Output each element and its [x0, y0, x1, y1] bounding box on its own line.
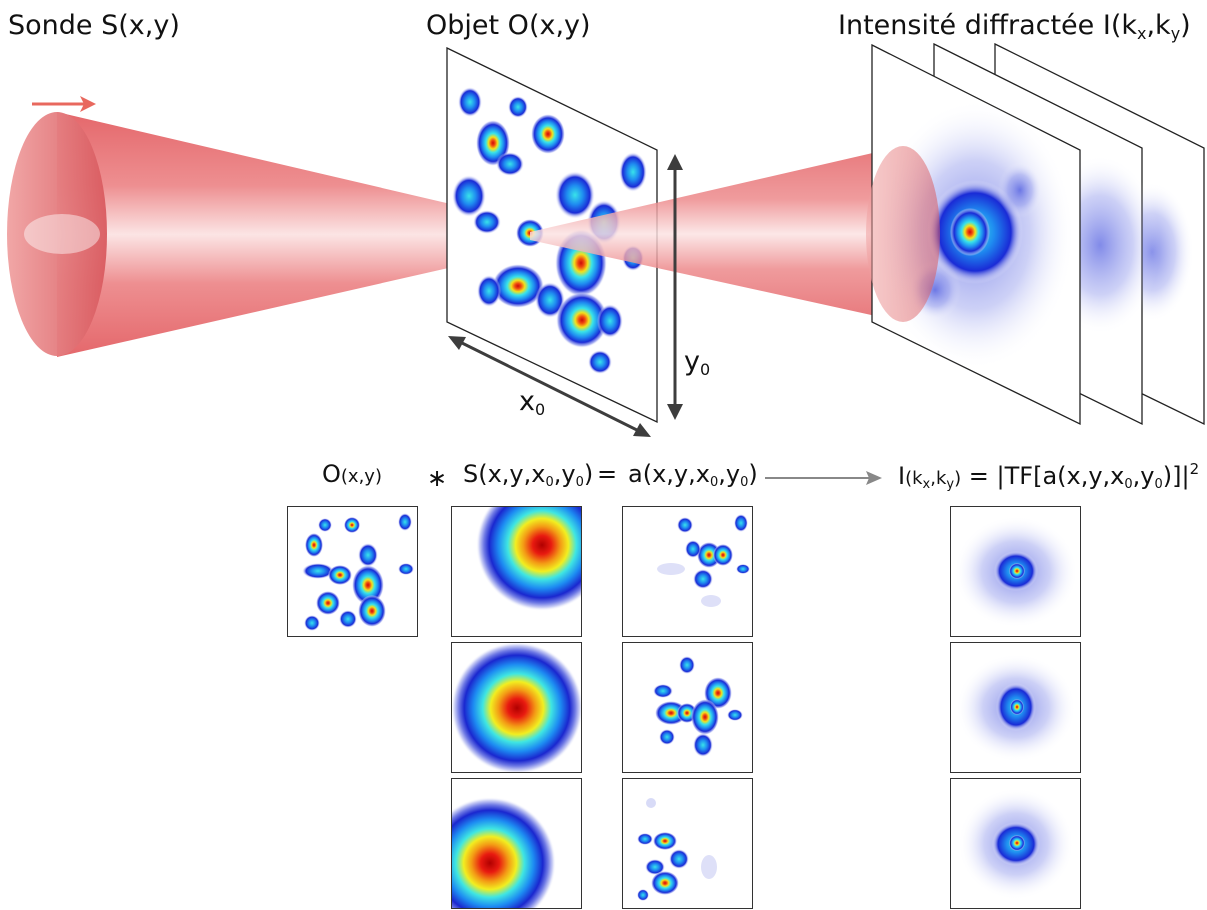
x0-label: x0 — [519, 386, 546, 419]
probe-tile-3-image — [452, 797, 556, 908]
outgoing-beam — [530, 146, 903, 322]
diffraction-tile-1 — [950, 506, 1081, 637]
intensity-label: Intensité diffractée I(kx,ky) — [838, 10, 1191, 43]
incoming-beam — [7, 112, 545, 357]
probe-label: Sonde S(x,y) — [8, 10, 180, 41]
y0-label: y0 — [684, 346, 711, 379]
eq-exit-wave: a(x,y,x0,y0) — [628, 460, 758, 490]
x0-arrow — [448, 336, 651, 437]
diffraction-tile-3 — [950, 778, 1081, 909]
diffraction-tile-3-image — [958, 788, 1074, 900]
object-label: Objet O(x,y) — [426, 10, 591, 41]
eq-equals-1: = — [597, 460, 618, 488]
probe-tile-2-image — [452, 643, 581, 772]
diffraction-tile-1-image — [954, 516, 1078, 628]
eq-object: O(x,y) — [322, 460, 382, 488]
eq-convolve: ∗ — [427, 464, 448, 492]
beam-direction-arrow — [32, 96, 96, 112]
probe-tile-1 — [451, 506, 582, 637]
exit-wave-tile-2-image — [653, 656, 743, 757]
exit-wave-tile-1 — [622, 506, 753, 637]
exit-wave-tile-3-image — [637, 798, 717, 901]
exit-wave-tile-1-image — [657, 514, 750, 607]
object-tile — [287, 506, 418, 637]
beam-end-cap — [866, 146, 940, 322]
eq-probe: S(x,y,x0,y0) — [463, 460, 594, 490]
probe-tile-3 — [451, 778, 582, 909]
probe-tile-1-image — [476, 507, 581, 611]
exit-wave-tile-3 — [622, 778, 753, 909]
equation-arrow — [765, 471, 882, 485]
exit-wave-tile-2 — [622, 642, 753, 773]
probe-tile-2 — [451, 642, 582, 773]
eq-intensity: I(kx,ky) = |TF[a(x,y,x0,y0)]|2 — [898, 460, 1200, 492]
object-tile-image — [302, 513, 414, 631]
diffraction-tile-2-image — [956, 654, 1076, 762]
diffraction-tile-2 — [950, 642, 1081, 773]
y0-arrow — [667, 154, 683, 420]
